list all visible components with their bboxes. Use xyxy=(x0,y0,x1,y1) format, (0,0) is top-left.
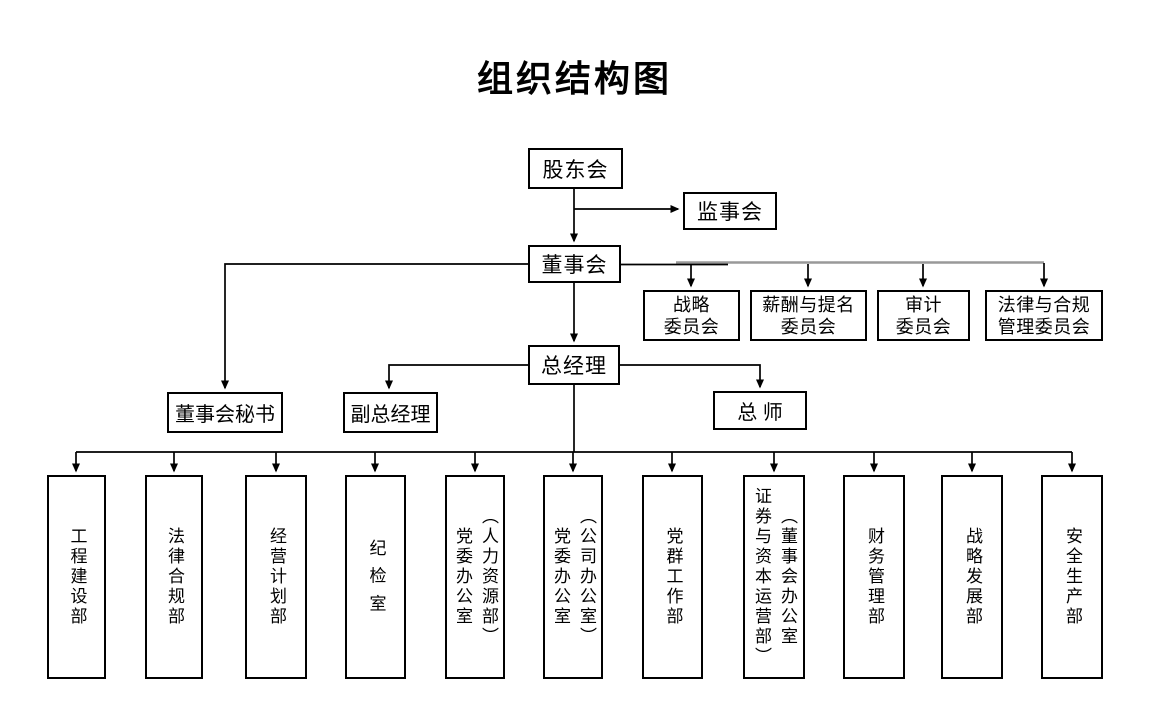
dept-finance-management: 财务管理部 xyxy=(843,475,905,679)
edge-gm-deputy xyxy=(385,364,528,390)
node-chief-engineer: 总 师 xyxy=(713,391,807,430)
dept-operation-planning: 经营计划部 xyxy=(245,475,307,679)
dept-label: （公司办公室） 党委办公室 xyxy=(551,507,596,647)
dept-securities-capital-operation: （董事会办公室 证券与资本运营部） xyxy=(743,475,805,679)
dept-party-mass-work: 党群工作部 xyxy=(642,475,703,679)
node-shareholders-meeting: 股东会 xyxy=(528,148,623,189)
dept-label: 战略发展部 xyxy=(963,527,982,627)
dept-label: 经营计划部 xyxy=(267,527,286,627)
dept-label: 党群工作部 xyxy=(663,527,683,627)
dept-legal-compliance: 法律合规部 xyxy=(145,475,203,679)
dept-safety-production: 安全生产部 xyxy=(1041,475,1103,679)
dept-label: （董事会办公室 证券与资本运营部） xyxy=(752,487,797,667)
committee-compensation-nomination: 薪酬与提名 委员会 xyxy=(750,290,867,341)
node-general-manager: 总经理 xyxy=(528,345,620,385)
dept-label: 财务管理部 xyxy=(865,527,884,627)
node-supervisory-board: 监事会 xyxy=(683,192,777,230)
dept-engineering-construction: 工程建设部 xyxy=(47,475,106,679)
committee-legal-compliance-management: 法律与合规 管理委员会 xyxy=(985,290,1103,341)
node-board-secretary: 董事会秘书 xyxy=(167,392,283,433)
dept-discipline-inspection-office: 纪 检 室 xyxy=(345,475,406,679)
edge-gm-chief xyxy=(620,364,764,389)
dept-label: 安全生产部 xyxy=(1063,527,1082,627)
dept-label: 法律合规部 xyxy=(165,527,184,627)
dept-label: 工程建设部 xyxy=(67,527,87,627)
dept-strategy-development: 战略发展部 xyxy=(941,475,1003,679)
committee-audit: 审计 委员会 xyxy=(877,290,970,341)
dept-party-committee-office-company: （公司办公室） 党委办公室 xyxy=(543,475,603,679)
edge-board-secretary xyxy=(221,263,528,390)
dept-label: 纪 检 室 xyxy=(366,539,386,615)
chart-title: 组织结构图 xyxy=(476,58,672,99)
committee-strategy: 战略 委员会 xyxy=(643,290,740,341)
node-board-of-directors: 董事会 xyxy=(528,245,621,283)
node-deputy-general-manager: 副总经理 xyxy=(343,392,438,433)
dept-party-committee-office-hr: （人力资源部） 党委办公室 xyxy=(445,475,505,679)
dept-label: （人力资源部） 党委办公室 xyxy=(453,507,498,647)
